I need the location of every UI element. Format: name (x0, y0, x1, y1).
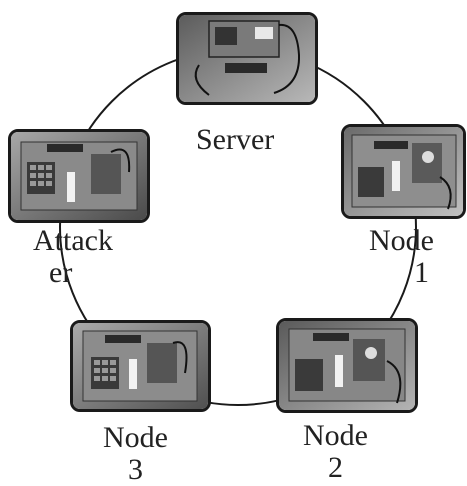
node2-label: Node 2 (303, 420, 368, 484)
node1-label-line-2: 1 (413, 256, 429, 289)
node3-label-line-1: Node (103, 421, 168, 454)
attacker-label-line-1: Attack (33, 224, 113, 257)
node1-photo (341, 124, 466, 219)
node2-photo (276, 318, 418, 413)
node2-label-line-2: 2 (327, 451, 343, 484)
node3-label-line-2: 3 (127, 453, 143, 486)
node1-label: Node 1 (369, 225, 434, 289)
node2-label-line-1: Node (303, 419, 368, 452)
node3-photo (70, 320, 211, 412)
server-label-line-1: Server (196, 123, 275, 156)
server-label: Server (196, 124, 274, 156)
attacker-label: Attack er (33, 225, 113, 289)
node3-label: Node 3 (103, 422, 168, 486)
attacker-label-line-2: er (49, 256, 73, 289)
server-photo (176, 12, 318, 105)
attacker-photo (8, 129, 150, 223)
node1-label-line-1: Node (369, 224, 434, 257)
